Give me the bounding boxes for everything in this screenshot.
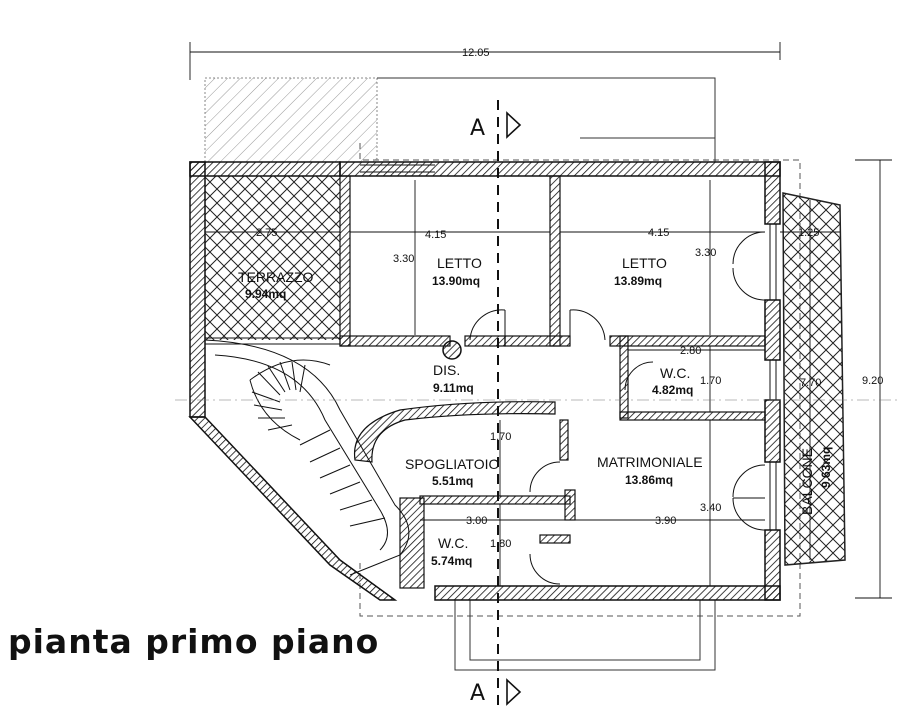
section-arrow-bottom xyxy=(506,678,522,706)
room-wc2-name: W.C. xyxy=(438,535,468,551)
room-terrazzo-area: 9.94mq xyxy=(245,287,286,301)
room-balcone-area: 9.63mq xyxy=(819,447,833,488)
dimension-lines xyxy=(189,42,892,599)
upper-overhang xyxy=(204,77,716,163)
dim-wc1-h: 1.70 xyxy=(700,375,721,387)
room-dis-area: 9.11mq xyxy=(433,381,474,395)
balcone-floor xyxy=(782,192,846,566)
dim-matrimoniale-h: 3.40 xyxy=(700,502,721,514)
terrazzo-floor xyxy=(205,176,340,340)
lower-overhang xyxy=(454,600,716,671)
room-letto1-area: 13.90mq xyxy=(432,274,480,288)
room-wc1-area: 4.82mq xyxy=(652,383,693,397)
door-swings xyxy=(469,231,766,585)
spiral-stair xyxy=(204,339,410,576)
room-matrimoniale-area: 13.86mq xyxy=(625,473,673,487)
curved-wall xyxy=(353,401,556,463)
dim-wc2-w: 3.00 xyxy=(466,515,487,527)
windows xyxy=(205,164,777,530)
dim-wc2-h: 1.80 xyxy=(490,538,511,550)
room-balcone-name: BALCONE xyxy=(799,448,815,515)
room-matrimoniale-name: MATRIMONIALE xyxy=(597,454,703,470)
exterior-walls xyxy=(188,161,781,601)
plan-title: pianta primo piano xyxy=(8,622,380,661)
room-spogliatoio-name: SPOGLIATOIO xyxy=(405,456,500,472)
dim-total-width: 12.05 xyxy=(462,47,490,59)
roof-outline xyxy=(359,143,801,617)
room-terrazzo-name: TERRAZZO xyxy=(238,269,314,285)
room-letto1-name: LETTO xyxy=(437,255,482,271)
dim-total-height: 9.20 xyxy=(862,375,883,387)
dim-wc1-w: 2.80 xyxy=(680,345,701,357)
dim-letto2-w: 4.15 xyxy=(648,227,669,239)
section-marker-bottom: A xyxy=(470,681,485,706)
room-letto2-area: 13.89mq xyxy=(614,274,662,288)
room-wc2-area: 5.74mq xyxy=(431,554,472,568)
dim-letto1-w: 4.15 xyxy=(425,229,446,241)
room-letto2-name: LETTO xyxy=(622,255,667,271)
dim-letto1-h: 3.30 xyxy=(393,253,414,265)
dim-spogliatoio-h: 1.70 xyxy=(490,431,511,443)
dim-terrazzo-w: 2.75 xyxy=(256,227,277,239)
dim-letto2-h: 3.30 xyxy=(695,247,716,259)
dim-balcone-w: 1.25 xyxy=(798,227,819,239)
room-wc1-name: W.C. xyxy=(660,365,690,381)
section-arrow-top xyxy=(506,111,522,139)
dim-balcone-h: 7.70 xyxy=(800,377,821,389)
dim-matrimoniale-w: 3.90 xyxy=(655,515,676,527)
column xyxy=(442,340,462,360)
room-dis-name: DIS. xyxy=(433,362,460,378)
room-spogliatoio-area: 5.51mq xyxy=(432,474,473,488)
section-marker-top: A xyxy=(470,116,485,141)
